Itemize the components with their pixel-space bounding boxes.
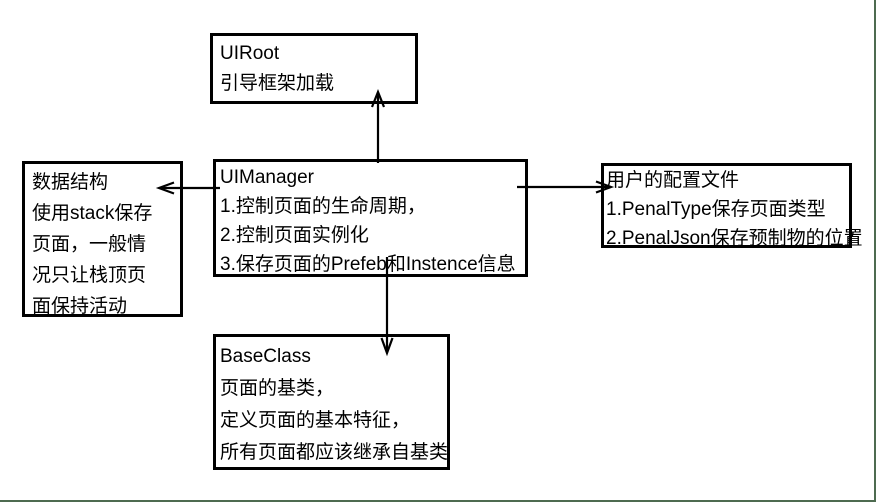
- node-data-structure-title: 数据结构: [32, 172, 109, 193]
- node-baseclass-line-2: 页面的基类，: [220, 378, 335, 399]
- node-user-config-title: 用户的配置文件: [606, 170, 740, 191]
- arrow-uimanager-to-user-config: [517, 180, 615, 194]
- node-uimanager-line-4: 3.保存页面的Prefeb和Instence信息: [220, 254, 516, 275]
- node-uiroot-line-2: 引导框架加载: [220, 73, 335, 94]
- node-data-structure-line-3: 页面，一般情: [32, 234, 147, 255]
- node-baseclass-line-4: 所有页面都应该继承自基类: [220, 442, 449, 463]
- node-baseclass-title: BaseClass: [220, 346, 311, 367]
- node-user-config-line-2: 1.PenalType保存页面类型: [606, 199, 826, 220]
- screen-edge-line-bottom: [0, 500, 876, 502]
- node-data-structure-line-4: 况只让栈顶页: [32, 265, 147, 286]
- node-data-structure-line-2: 使用stack保存: [32, 203, 153, 224]
- node-uimanager-title: UIManager: [220, 167, 314, 188]
- node-user-config-line-3: 2.PenalJson保存预制物的位置: [606, 228, 863, 249]
- node-uimanager-line-2: 1.控制页面的生命周期，: [220, 196, 426, 217]
- screen-edge-line-right: [874, 0, 876, 502]
- node-baseclass-line-3: 定义页面的基本特征，: [220, 410, 411, 431]
- node-user-config: 用户的配置文件 1.PenalType保存页面类型 2.PenalJson保存预…: [601, 163, 863, 249]
- node-data-structure: 数据结构 使用stack保存 页面，一般情 况只让栈顶页 面保持活动: [22, 161, 183, 317]
- node-uimanager-line-3: 2.控制页面实例化: [220, 225, 369, 246]
- node-baseclass: BaseClass 页面的基类， 定义页面的基本特征， 所有页面都应该继承自基类: [213, 334, 450, 470]
- node-uimanager: UIManager 1.控制页面的生命周期， 2.控制页面实例化 3.保存页面的…: [213, 159, 528, 277]
- node-data-structure-line-5: 面保持活动: [32, 296, 128, 317]
- node-uiroot-title: UIRoot: [220, 43, 280, 64]
- node-uiroot: UIRoot 引导框架加载: [210, 33, 418, 104]
